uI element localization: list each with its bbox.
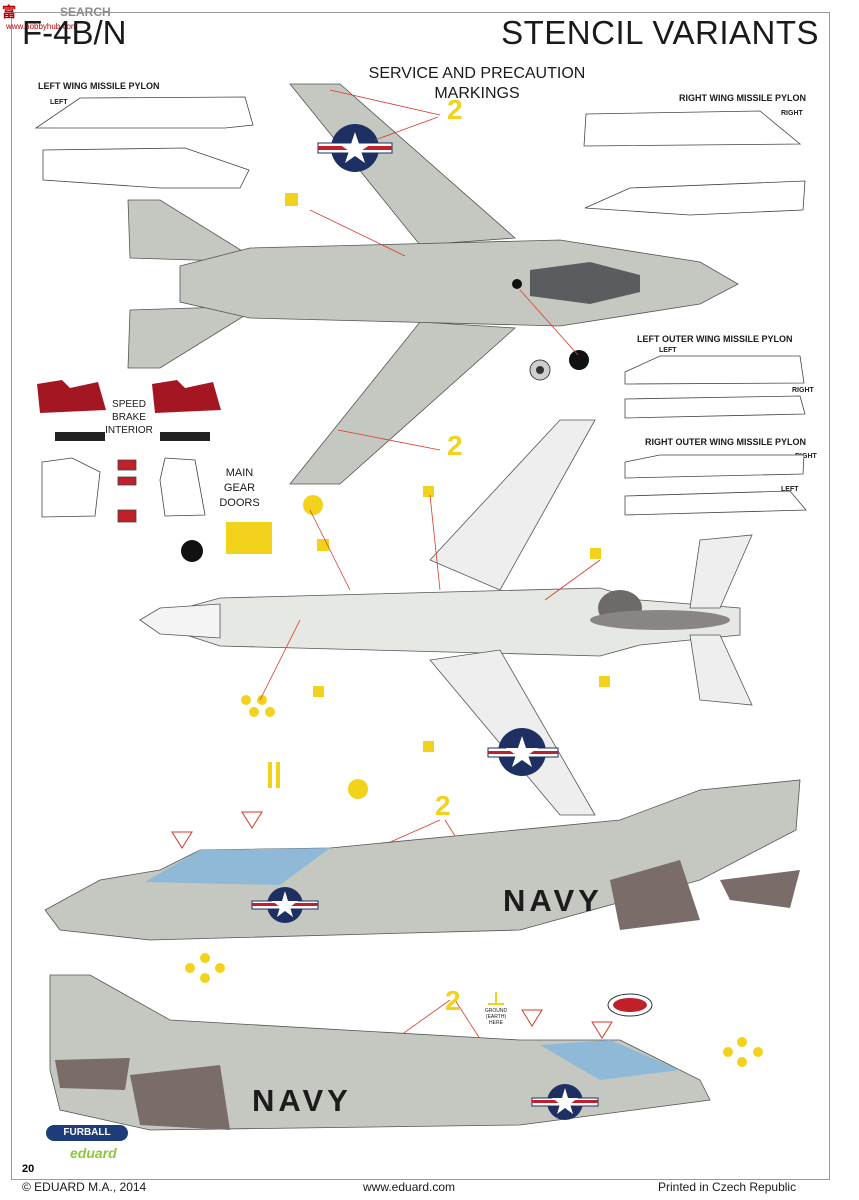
page-number: 20	[22, 1163, 35, 1175]
numeral-2-top: 2	[447, 94, 463, 125]
main-gear-line3: DOORS	[219, 497, 260, 509]
watermark: SEARCH	[60, 5, 111, 19]
numeral-2-wing: 2	[447, 430, 463, 461]
service-markings-title: SERVICE AND PRECAUTION MARKINGS	[352, 64, 602, 104]
website: www.eduard.com	[363, 1180, 456, 1194]
page-title: STENCIL VARIANTS	[501, 14, 819, 51]
ground-stencil: GROUND (EARTH) HERE	[478, 1008, 514, 1026]
left-wing-pylon-left-label: LEFT	[50, 99, 68, 106]
right-wing-pylon-drawing	[583, 110, 806, 216]
right-wing-pylon-label: RIGHT WING MISSILE PYLON	[679, 93, 807, 103]
left-wing-pylon-label: LEFT WING MISSILE PYLON	[38, 81, 160, 91]
navy-marking-lower: NAVY	[252, 1083, 352, 1118]
speed-brake-line2: BRAKE	[112, 412, 146, 423]
service-title-line2: MARKINGS	[434, 85, 520, 102]
main-gear-line1: MAIN	[225, 467, 254, 479]
left-outer-right-label: RIGHT	[792, 387, 814, 394]
eduard-logo: eduard	[70, 1145, 117, 1161]
outer-pylon-drawings	[624, 355, 807, 516]
model-title: F-4B/N	[22, 14, 127, 51]
ground-line2: HERE	[489, 1020, 503, 1026]
numeral-2-lower: 2	[445, 985, 461, 1016]
speed-brake-line1: SPEED	[112, 399, 146, 410]
watermark-prefix: 富	[2, 4, 16, 20]
printed-in: Printed in Czech Republic	[658, 1180, 797, 1194]
furball-logo: FURBALL	[46, 1125, 128, 1141]
right-outer-left-label: LEFT	[781, 486, 799, 493]
right-wing-pylon-right-label: RIGHT	[781, 110, 803, 117]
left-wing-pylon-drawing	[34, 96, 254, 189]
copyright: © EDUARD M.A., 2014	[22, 1180, 147, 1194]
speed-brake-drawings	[37, 380, 221, 441]
left-outer-pylon-label: LEFT OUTER WING MISSILE PYLON	[637, 334, 793, 344]
side-view-upper-aircraft	[44, 779, 801, 941]
right-outer-right-label: RIGHT	[795, 453, 817, 460]
speed-brake-line3: INTERIOR	[105, 425, 153, 436]
watermark-sub: www.hobbyhub.com	[6, 22, 78, 31]
navy-marking-upper: NAVY	[503, 883, 603, 918]
speed-brake-label: SPEED BRAKE INTERIOR	[104, 398, 154, 437]
numeral-2-side: 2	[435, 790, 451, 821]
left-outer-left-label: LEFT	[659, 347, 677, 354]
main-gear-line2: GEAR	[223, 482, 256, 494]
bottom-view-aircraft	[138, 419, 753, 816]
main-gear-door-drawings	[41, 457, 206, 523]
yellow-stencils	[185, 193, 763, 1067]
main-gear-label: MAIN GEAR DOORS	[212, 466, 267, 511]
ground-line1: GROUND (EARTH)	[484, 1008, 508, 1020]
right-outer-pylon-label: RIGHT OUTER WING MISSILE PYLON	[645, 437, 807, 447]
service-title-line1: SERVICE AND PRECAUTION	[368, 65, 586, 82]
side-view-lower-aircraft	[49, 974, 711, 1131]
top-view-aircraft	[127, 83, 739, 485]
